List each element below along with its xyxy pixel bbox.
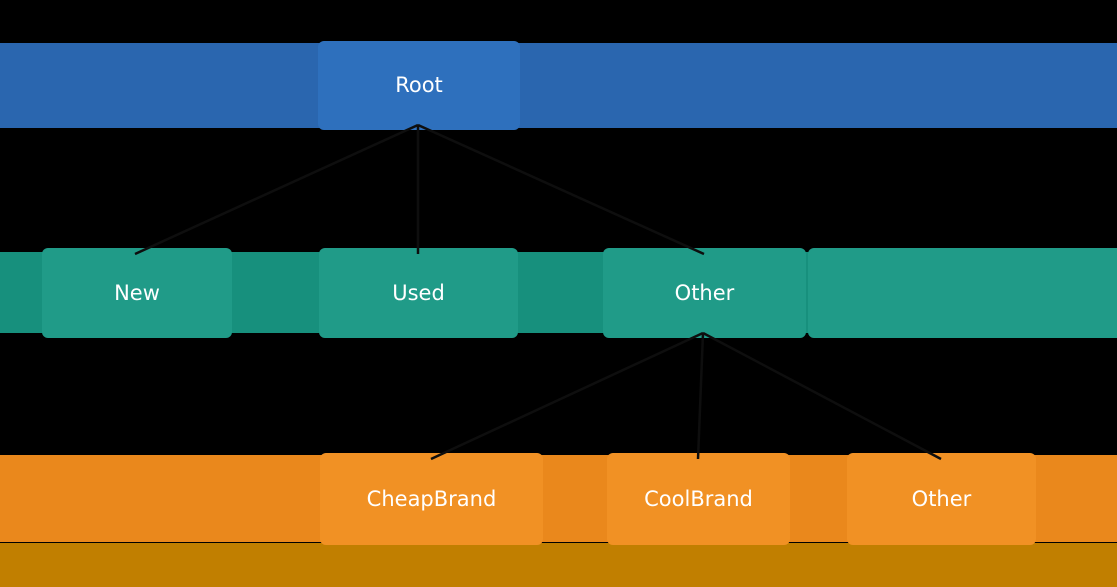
tree-node-unlabeled-level-2[interactable] [808, 248, 1117, 338]
tree-edge [134, 123, 419, 256]
node-label: Root [395, 73, 443, 97]
tree-node-used-level-2[interactable]: Used [319, 248, 518, 338]
node-label: Used [392, 280, 445, 305]
level-4-band [0, 543, 1117, 587]
node-label: Other [911, 486, 972, 511]
tree-node-other-level-3[interactable]: Other [847, 453, 1036, 545]
node-label: New [114, 280, 160, 305]
node-label: CheapBrand [366, 486, 497, 511]
tree-node-coolbrand-level-3[interactable]: CoolBrand [607, 453, 790, 545]
tree-edge [417, 123, 705, 256]
tree-edge [696, 332, 705, 460]
tree-node-root-level-1[interactable]: Root [318, 41, 520, 130]
node-label: Other [674, 280, 735, 305]
tree-node-other-level-2[interactable]: Other [603, 248, 806, 338]
tree-node-new-level-2[interactable]: New [42, 248, 232, 338]
node-label: CoolBrand [644, 486, 753, 511]
tree-node-cheapbrand-level-3[interactable]: CheapBrand [320, 453, 543, 545]
tree-edge [430, 331, 704, 461]
level-1-band [0, 43, 1117, 128]
tree-edge [702, 331, 942, 461]
